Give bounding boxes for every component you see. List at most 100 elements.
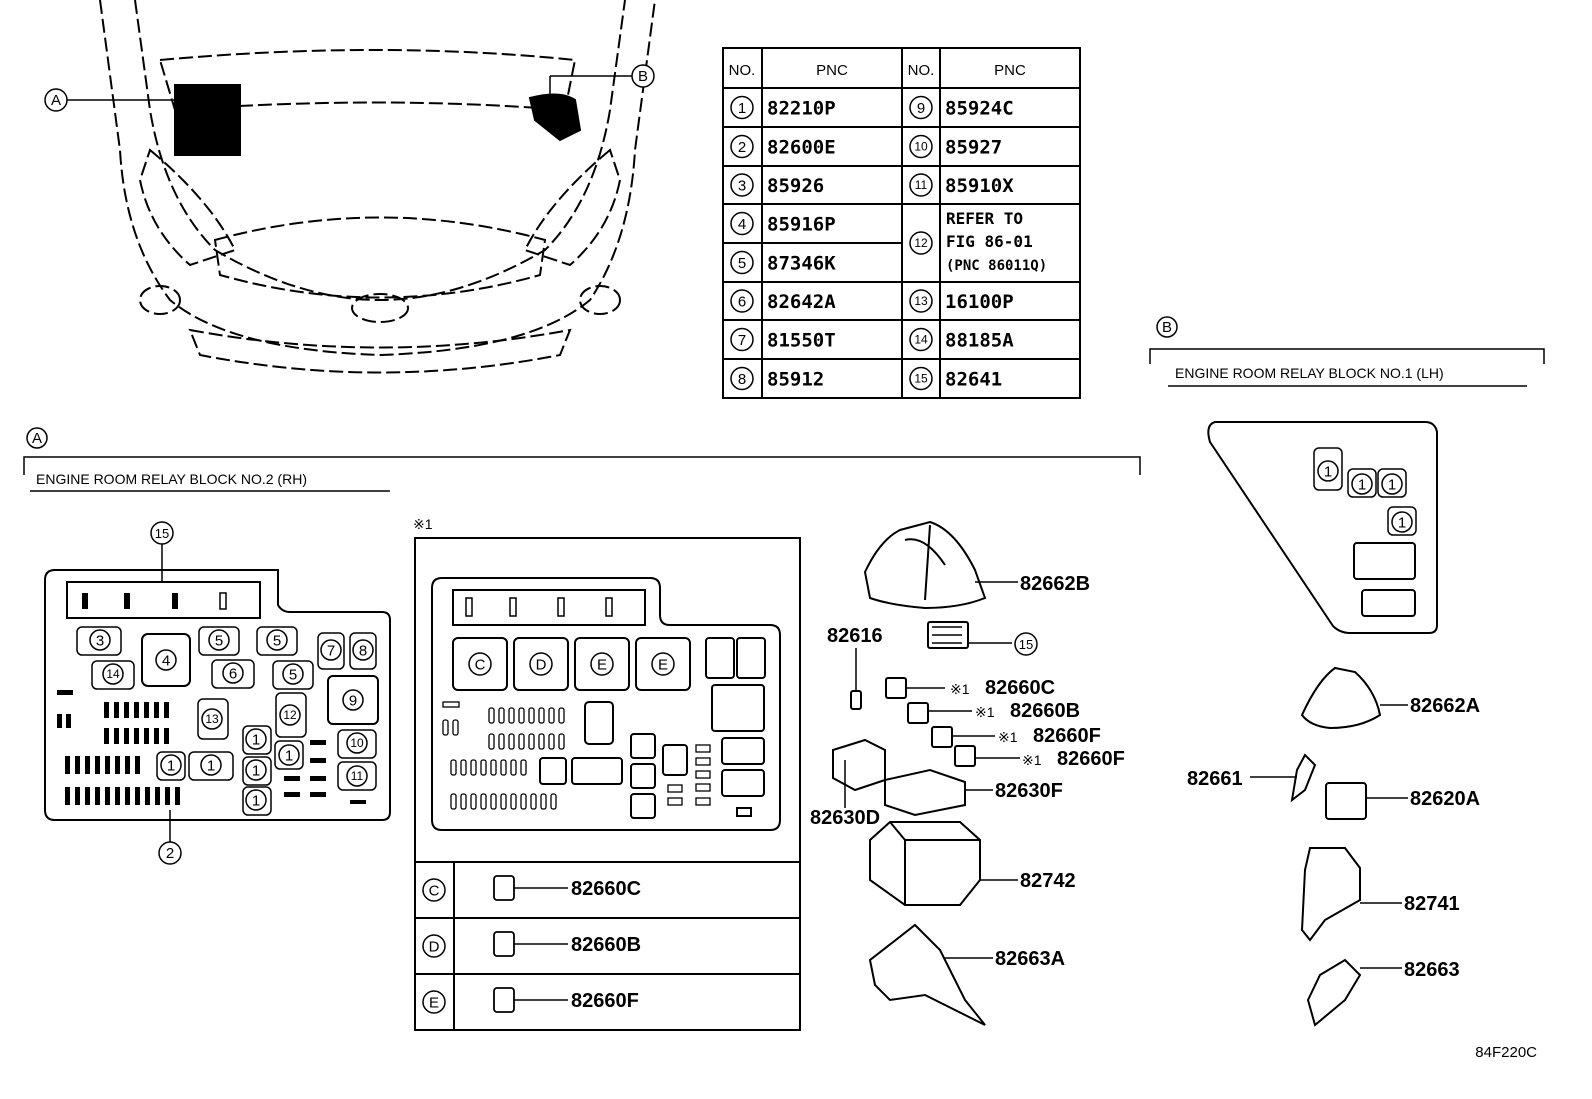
detail-row-D: D 82660B	[422, 931, 641, 958]
note-relay-b: ※1	[975, 704, 995, 720]
svg-text:C: C	[475, 656, 486, 673]
svg-text:11: 11	[915, 178, 928, 192]
svg-text:1: 1	[1358, 476, 1366, 493]
pn-fuse: 82616	[827, 625, 883, 647]
relay-block-no2-fuses	[65, 702, 326, 805]
position-8-8: 8	[352, 639, 374, 661]
table-no-4: 4	[730, 211, 754, 236]
table-no-10: 10	[909, 134, 933, 159]
no1-position-1-0: 1	[1317, 460, 1339, 482]
callout-b-top: B	[549, 64, 655, 98]
table-pnc-14: 88185A	[945, 330, 1014, 352]
table-no-5: 5	[730, 250, 754, 275]
car-front-view	[99, 0, 656, 374]
table-no-1: 1	[730, 95, 754, 120]
svg-text:1: 1	[285, 747, 293, 764]
section-b-title: ENGINE ROOM RELAY BLOCK NO.1 (LH)	[1175, 365, 1444, 381]
table-pnc-7: 81550T	[767, 330, 836, 352]
svg-text:D: D	[429, 938, 440, 955]
table-no-8: 8	[730, 366, 754, 391]
no1-position-1-2: 1	[1381, 473, 1403, 495]
relay-block-no2-layout	[44, 569, 391, 821]
position-1-17: 1	[245, 789, 267, 811]
pn-block-lh: 82620A	[1410, 788, 1480, 810]
position-9-9: 9	[342, 689, 364, 711]
svg-text:7: 7	[738, 332, 746, 349]
socket-C-0: C	[468, 652, 492, 676]
svg-text:4: 4	[162, 652, 170, 669]
table-reference-line-2: FIG 86-01	[946, 232, 1033, 251]
no1-position-1-3: 1	[1391, 511, 1413, 533]
svg-text:14: 14	[106, 667, 120, 681]
svg-text:15: 15	[914, 372, 928, 386]
table-no-2: 2	[730, 134, 754, 159]
table-no-6: 6	[730, 289, 754, 313]
table-no-9: 9	[909, 95, 933, 120]
position-7-7: 7	[320, 639, 342, 661]
exploded-parts-rh	[832, 520, 987, 1026]
position-12-11: 12	[279, 704, 301, 726]
svg-text:1: 1	[207, 757, 215, 774]
pn-relay-c: 82660C	[985, 677, 1055, 699]
section-b-letter: B	[1162, 319, 1172, 336]
svg-text:E: E	[658, 656, 668, 673]
detail-letter-D: D	[422, 934, 446, 958]
position-5-4: 5	[266, 629, 288, 651]
svg-text:3: 3	[738, 177, 746, 194]
table-pnc-2: 82600E	[767, 137, 836, 159]
callout-15-leader: 15	[150, 521, 174, 582]
callout-a-top: A	[44, 88, 180, 112]
position-3-0: 3	[89, 629, 111, 651]
svg-text:14: 14	[914, 333, 928, 347]
socket-E-2: E	[590, 652, 614, 676]
table-no-13: 13	[909, 289, 933, 313]
position-5-3: 5	[208, 629, 230, 651]
svg-text:10: 10	[350, 736, 364, 750]
position-5-6: 5	[282, 663, 304, 685]
svg-text:8: 8	[359, 642, 367, 659]
svg-text:4: 4	[738, 216, 746, 233]
table-reference-line-3: (PNC 86011Q)	[946, 258, 1047, 274]
svg-text:9: 9	[349, 692, 357, 709]
pn-cover-rh: 82662B	[1020, 573, 1090, 595]
exploded-parts-lh	[1290, 666, 1382, 1027]
position-1-14: 1	[245, 728, 267, 750]
svg-text:1: 1	[252, 792, 260, 809]
pn-relay-f1: 82660F	[1033, 725, 1101, 747]
table-no-3: 3	[730, 173, 754, 197]
svg-text:1: 1	[252, 731, 260, 748]
svg-text:1: 1	[252, 762, 260, 779]
table-no-7: 7	[730, 327, 754, 352]
ref-15: 15	[1019, 637, 1033, 652]
note-detail-fuses	[442, 597, 711, 810]
note-mark: ※1	[413, 516, 433, 532]
svg-text:C: C	[429, 882, 440, 899]
exploded-leaders-rh	[844, 581, 1020, 959]
cover-82662b-shape	[863, 520, 987, 610]
svg-text:E: E	[429, 994, 439, 1011]
header-pnc-right: PNC	[994, 62, 1026, 79]
header-no-right: NO.	[908, 62, 935, 79]
exploded-leaders-lh	[1250, 704, 1408, 969]
svg-text:11: 11	[351, 769, 364, 783]
svg-text:D: D	[536, 656, 547, 673]
pn-housing-rh: 82742	[1020, 870, 1076, 892]
header-no-left: NO.	[729, 62, 756, 79]
svg-text:E: E	[597, 656, 607, 673]
section-a-title: ENGINE ROOM RELAY BLOCK NO.2 (RH)	[36, 471, 307, 487]
position-13-10: 13	[201, 708, 223, 730]
svg-text:5: 5	[738, 255, 746, 272]
pn-relay-b: 82660B	[1010, 700, 1080, 722]
position-6-5: 6	[222, 662, 244, 684]
detail-pnc-D: 82660B	[571, 934, 641, 956]
svg-text:3: 3	[96, 632, 104, 649]
relay-block-no2-cells	[57, 592, 366, 804]
svg-text:12: 12	[914, 236, 928, 250]
pn-clip-lh: 82661	[1187, 768, 1243, 790]
svg-text:1: 1	[1324, 463, 1332, 480]
